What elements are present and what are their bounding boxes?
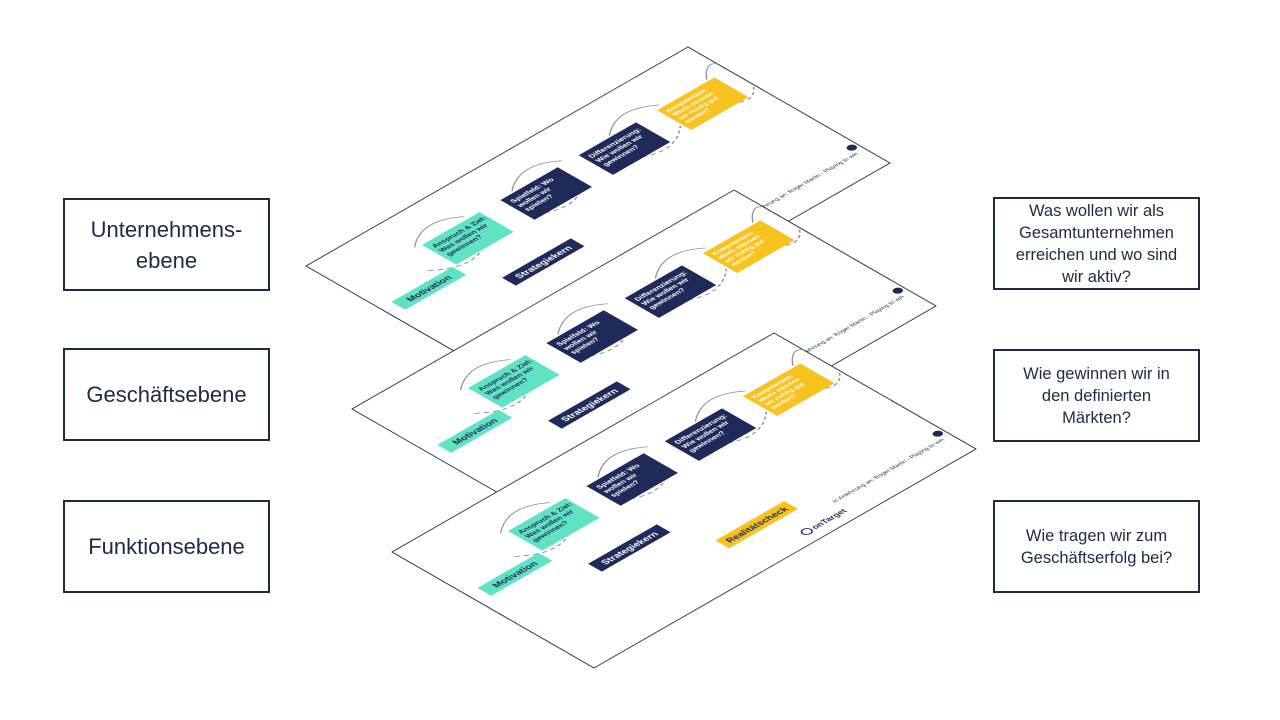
step-competencies-box: [743, 363, 835, 416]
curved-arrow: [511, 160, 562, 192]
curved-arrow: [751, 206, 763, 223]
curved-arrow: [654, 247, 706, 279]
curved-arrow: [608, 104, 660, 136]
dashed-arrow: [669, 268, 728, 303]
step-differentiation-box: [624, 265, 717, 318]
level-question-functional: Wie tragen wir zum Geschäftserfolg bei?: [993, 500, 1200, 593]
strategy-core-box: [588, 524, 671, 572]
reality-check-box: [715, 501, 798, 549]
curved-arrow: [557, 303, 608, 335]
motivation-box: [477, 552, 553, 596]
curved-arrow: [499, 502, 551, 534]
level-label-business: Geschäftsebene: [63, 348, 270, 441]
slide-frame: [391, 332, 977, 669]
curved-arrow: [705, 63, 717, 80]
dashed-arrow: [709, 411, 768, 446]
navy-dot-icon: [932, 430, 944, 437]
curved-arrow: [597, 446, 648, 478]
step-ambition-box: [468, 355, 560, 408]
curved-arrow: [791, 349, 803, 366]
step-competencies-box: [703, 220, 795, 273]
step-differentiation-box: [664, 408, 757, 461]
dashed-arrow: [623, 125, 682, 160]
step-competencies-box: [657, 77, 749, 130]
step-playing-field-box: [546, 310, 638, 363]
motivation-box: [391, 266, 467, 310]
navy-dot-icon: [846, 144, 858, 151]
curved-arrow: [694, 390, 746, 422]
dashed-arrow: [720, 84, 755, 104]
level-label-functional: Funktionsebene: [63, 500, 270, 593]
strategy-core-box: [548, 381, 631, 429]
logo-icon: [800, 528, 813, 536]
step-ambition-box: [508, 498, 600, 551]
step-ambition-box: [422, 212, 514, 265]
motivation-box: [437, 409, 513, 453]
level-question-business: Wie gewinnen wir in den definierten Märk…: [993, 349, 1200, 442]
navy-dot-icon: [892, 287, 904, 294]
dashed-arrow: [806, 370, 841, 390]
step-differentiation-box: [578, 122, 671, 175]
level-question-corporate: Was wollen wir als Gesamtunternehmen err…: [993, 197, 1200, 290]
level-label-corporate: Unternehmens- ebene: [63, 198, 270, 291]
strategy-core-box: [502, 238, 585, 286]
step-playing-field-box: [500, 167, 592, 220]
step-playing-field-box: [586, 453, 678, 506]
dashed-arrow: [766, 227, 801, 247]
curved-arrow: [413, 216, 465, 248]
curved-arrow: [459, 359, 511, 391]
